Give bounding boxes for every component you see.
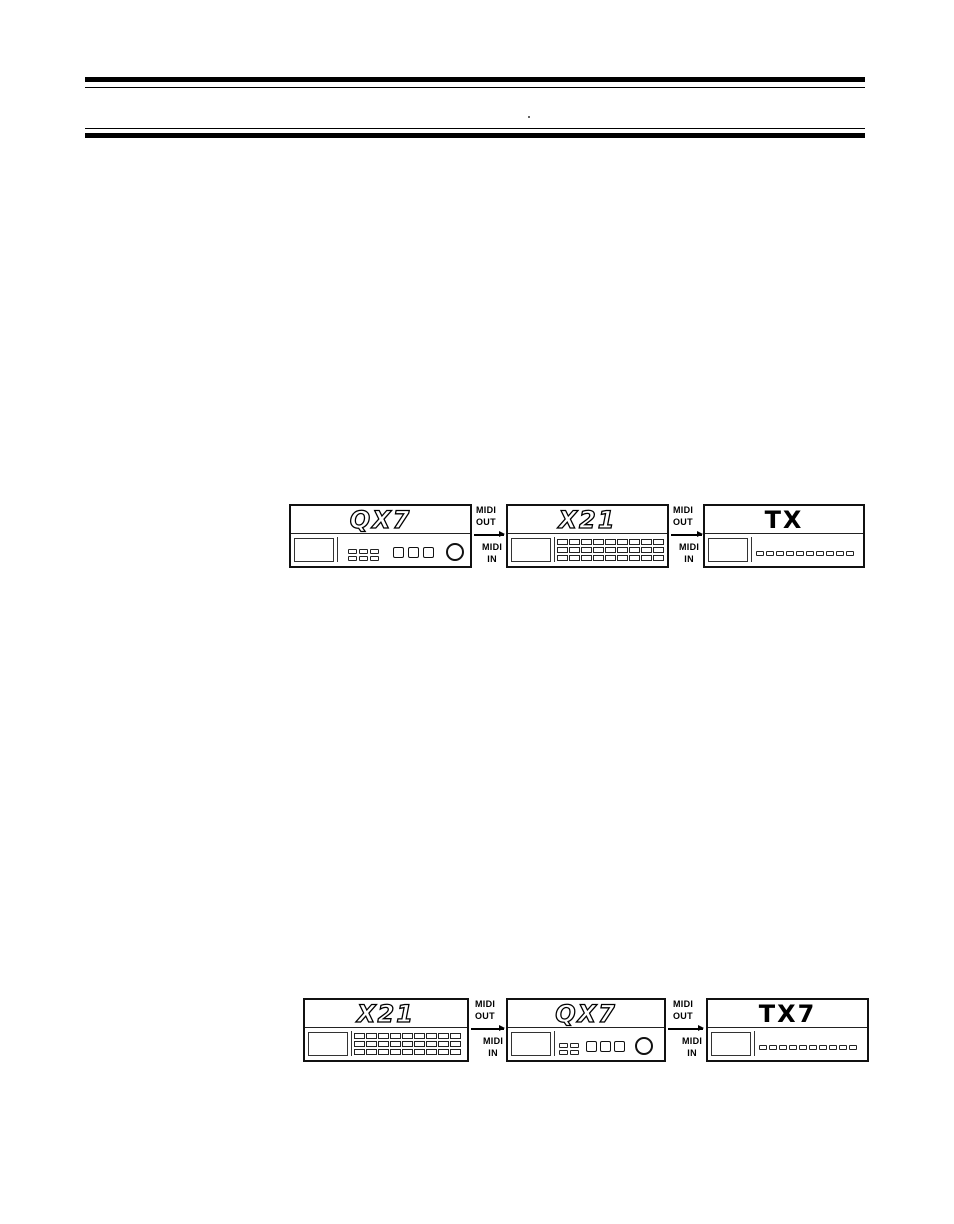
device-control-panel: [554, 1031, 661, 1056]
device-x21: X21: [303, 998, 469, 1062]
header-rule-thick-top: [85, 77, 865, 82]
device-display: [511, 538, 551, 562]
device-brand-label: TX: [764, 505, 804, 534]
device-brand-label: QX7: [555, 999, 617, 1028]
device-tx: TX: [703, 504, 865, 568]
midi-arrow: [471, 1025, 505, 1031]
device-display: [711, 1032, 751, 1056]
device-qx7: QX7: [506, 998, 666, 1062]
midi-arrow: [671, 531, 703, 537]
data-knob: [635, 1037, 653, 1055]
midi-arrow: [668, 1025, 704, 1031]
midi-arrow: [474, 531, 505, 537]
device-x21: X21: [506, 504, 669, 568]
device-control-strip: [751, 537, 860, 562]
header-rule-thin-bottom: [85, 128, 865, 129]
device-brand-label: X21: [558, 505, 617, 534]
device-display: [511, 1032, 551, 1056]
device-brand-label: QX7: [349, 505, 412, 534]
device-brand-label: X21: [356, 999, 415, 1028]
header-speck: [528, 116, 530, 118]
device-display: [308, 1032, 348, 1056]
device-display: [708, 538, 748, 562]
device-button-grid: [554, 537, 664, 562]
device-tx7: TX7: [706, 998, 869, 1062]
header-rule-thick-bottom: [85, 133, 865, 138]
device-button-grid: [351, 1031, 464, 1056]
data-knob: [446, 543, 464, 561]
device-control-panel: [337, 537, 467, 562]
device-brand-label: TX7: [758, 999, 817, 1028]
device-control-strip: [754, 1031, 864, 1056]
device-qx7: QX7: [289, 504, 472, 568]
header-rule-thin-top: [85, 87, 865, 88]
device-display: [294, 538, 334, 562]
